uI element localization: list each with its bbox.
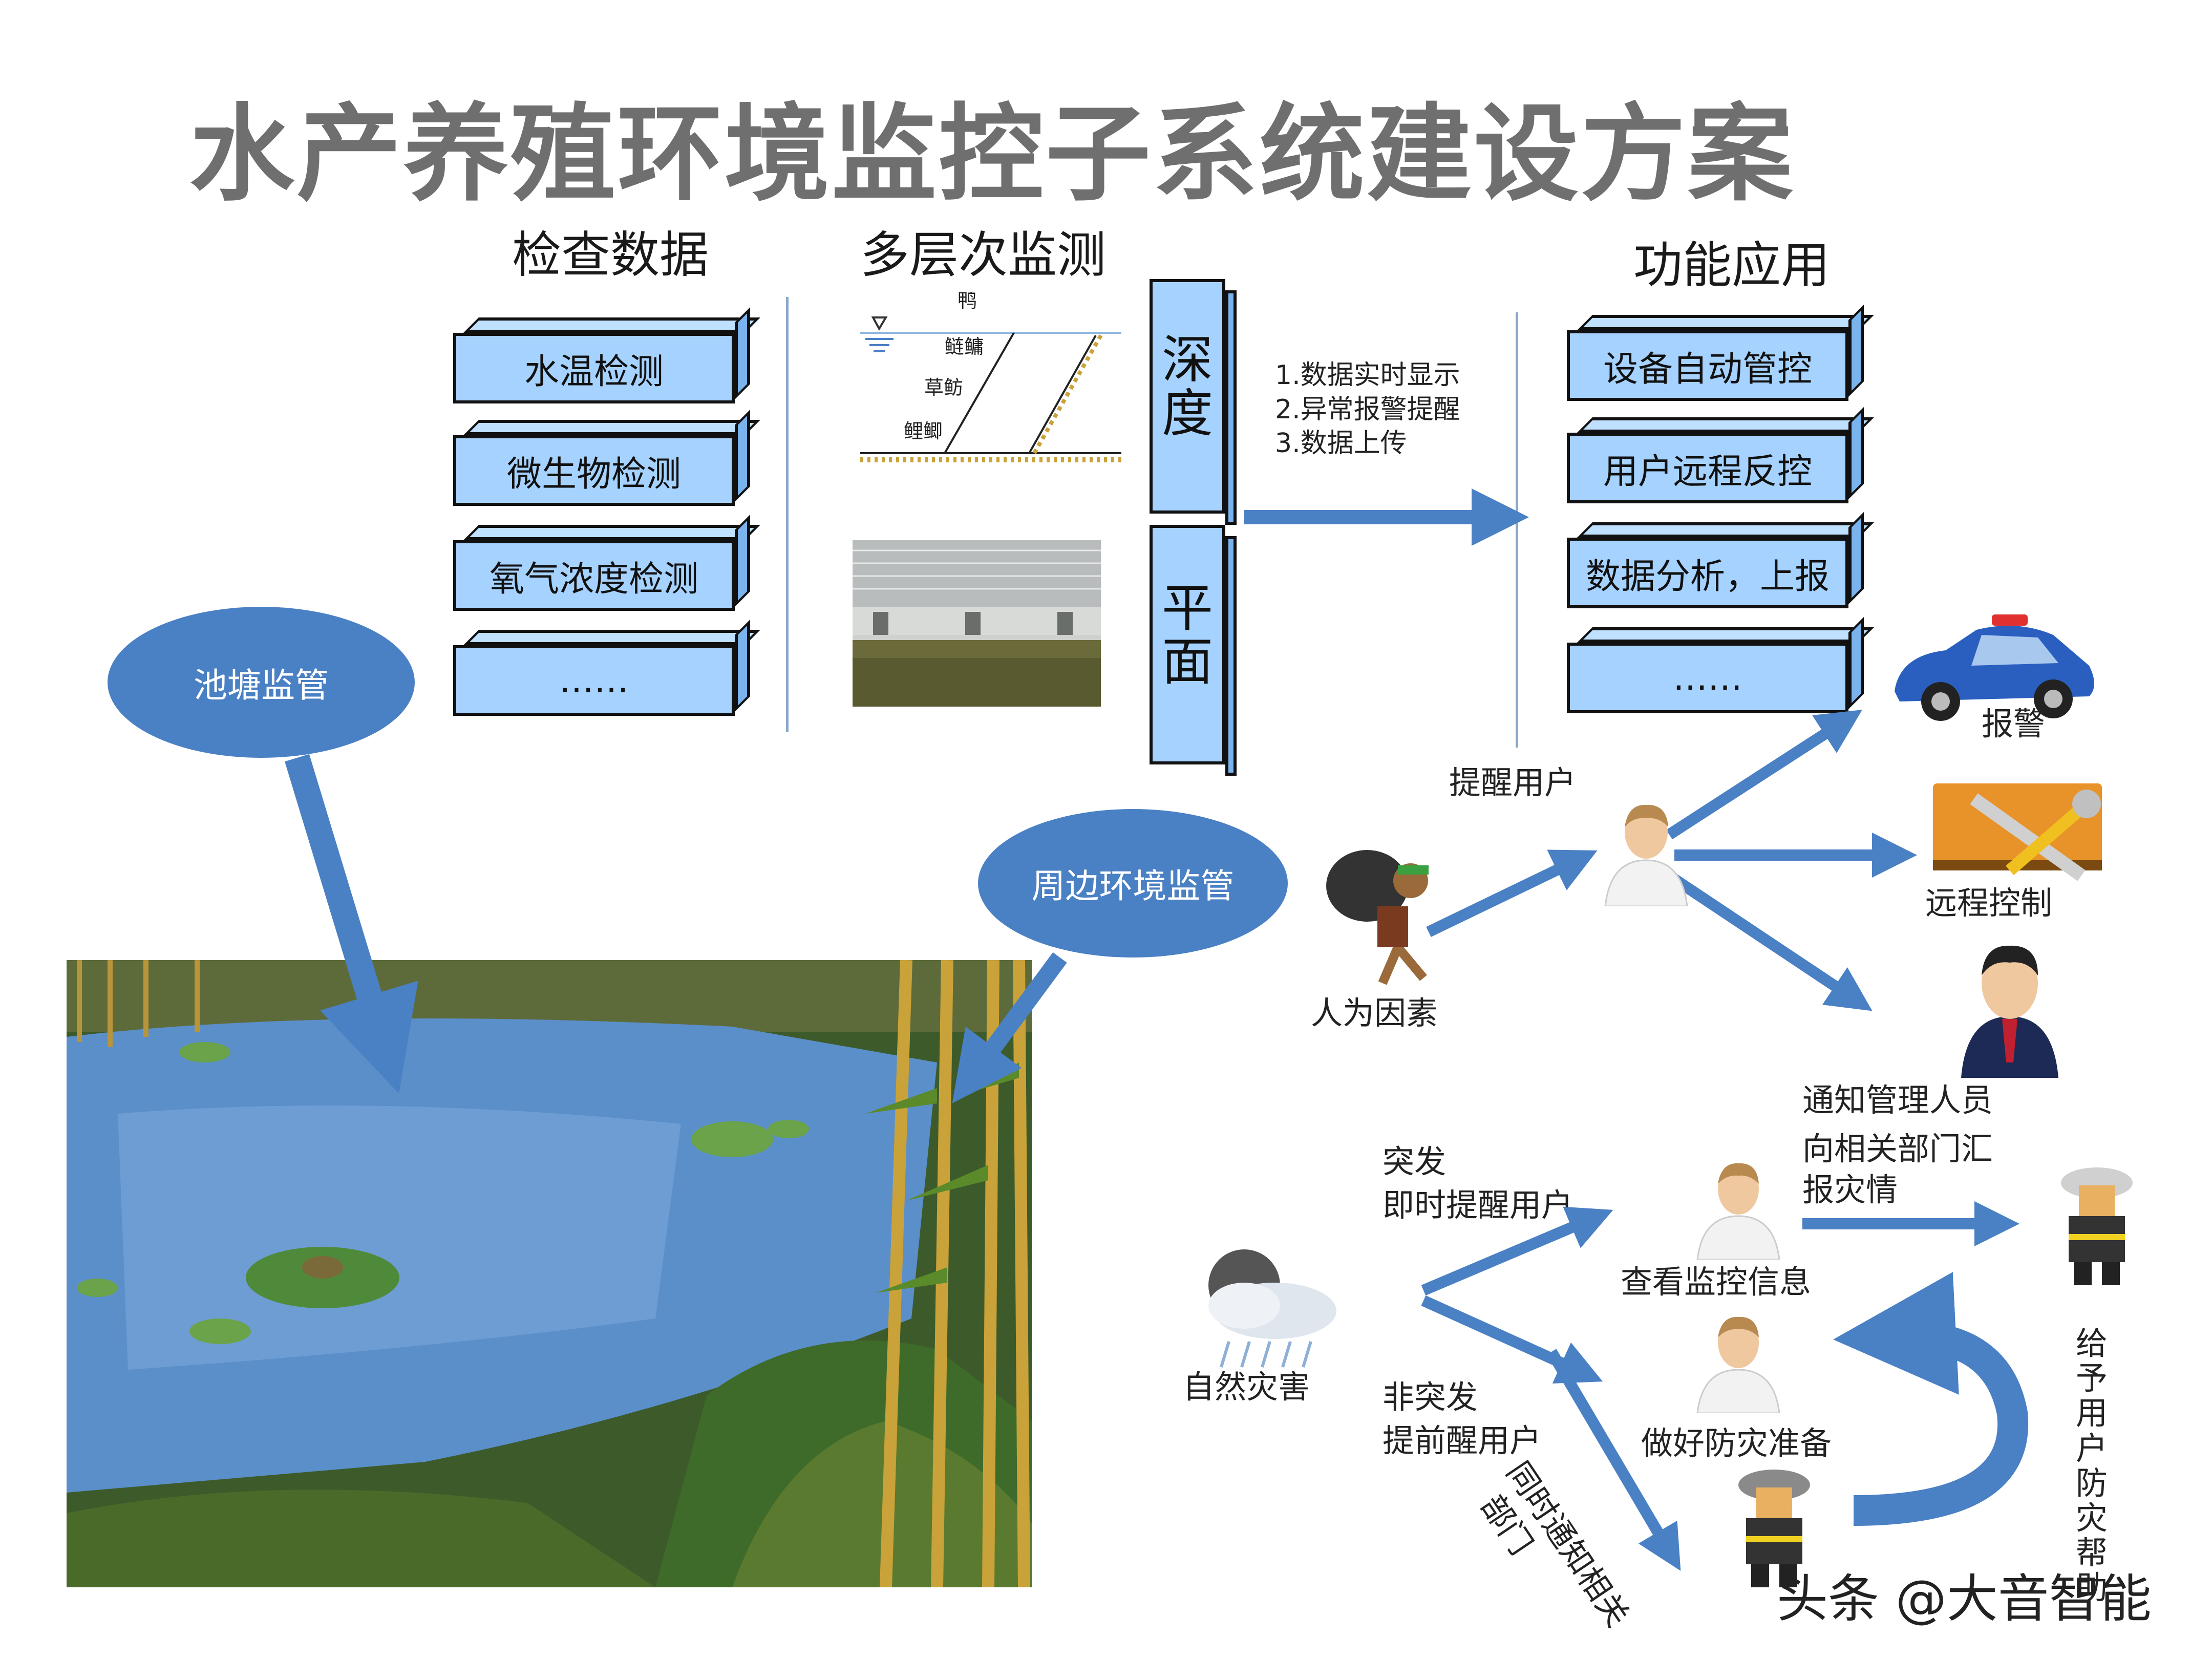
label-prepare: 做好防灾准备 — [1641, 1424, 1832, 1462]
function-box-remote-control: 用户远程反控 — [1567, 407, 1874, 504]
arrow-disaster-sudden — [1421, 1206, 1613, 1296]
watermark: 头条 @大音智能 — [1777, 1569, 2152, 1629]
function-box-more: …… — [1567, 617, 1874, 714]
label-notify-manager: 通知管理人员 — [1802, 1081, 1993, 1119]
label-natural-disaster: 自然灾害 — [1183, 1368, 1310, 1406]
inspection-box-microbe: 微生物检测 — [453, 410, 760, 507]
ellipse-surrounding-supervision: 周边环境监管 — [978, 809, 1288, 958]
monitor-step: 1.数据实时显示 — [1275, 360, 1460, 391]
header-multilayer-monitoring: 多层次监测 — [860, 226, 1106, 284]
inspection-box-more: …… — [453, 620, 760, 717]
layer-label-depth: 深度 — [1162, 330, 1213, 443]
label-sudden: 突发 — [1382, 1143, 1447, 1180]
label-sudden-remind: 即时提醒用户 — [1382, 1186, 1573, 1224]
layer-box-depth: 深度 — [1150, 279, 1237, 525]
fish-layer-diagram: 鸭 鲢鳙 草鲂 鲤鲫 — [860, 292, 1121, 462]
inspection-box-oxygen: 氧气浓度检测 — [453, 515, 760, 612]
function-label: 用户远程反控 — [1603, 451, 1812, 492]
fish-label-grass-carp: 草鲂 — [924, 376, 963, 399]
firefighter-icon-prepare — [1738, 1470, 1810, 1587]
inspection-label: 微生物检测 — [506, 454, 681, 495]
inspection-label: …… — [559, 660, 629, 701]
remote-control-tools-icon — [1933, 783, 2102, 881]
label-remote-control: 远程控制 — [1925, 884, 2053, 922]
page-title: 水产养殖环境监控子系统建设方案 — [189, 94, 1795, 216]
header-function-application: 功能应用 — [1633, 237, 1830, 294]
inspection-label: 氧气浓度检测 — [489, 559, 698, 600]
function-box-auto-control: 设备自动管控 — [1567, 305, 1874, 402]
storm-cloud-icon — [1208, 1249, 1336, 1368]
arrow-help-curve — [1833, 1272, 2029, 1526]
indoor-pond-photo — [853, 540, 1101, 707]
label-human-factor: 人为因素 — [1311, 994, 1438, 1032]
label-remind-user: 提醒用户 — [1449, 764, 1577, 801]
inspection-label: 水温检测 — [524, 351, 664, 392]
label-non-sudden: 非突发 — [1382, 1378, 1478, 1416]
user-icon-view-monitor — [1696, 1163, 1780, 1260]
label-report-line2: 报灾情 — [1802, 1171, 1898, 1208]
inspection-box-water-temp: 水温检测 — [453, 307, 760, 405]
police-car-icon — [1895, 614, 2094, 721]
arrow-user-to-manager — [1666, 870, 1873, 1011]
monitor-step: 2.异常报警提醒 — [1275, 394, 1460, 425]
human-factor-thief-icon — [1326, 850, 1429, 985]
monitor-steps: 1.数据实时显示 2.异常报警提醒 3.数据上传 — [1275, 358, 1460, 461]
header-inspection-data: 检查数据 — [512, 226, 709, 284]
label-view-monitor: 查看监控信息 — [1621, 1263, 1812, 1301]
manager-icon — [1961, 945, 2058, 1078]
function-label: 数据分析，上报 — [1585, 556, 1830, 597]
user-icon — [1604, 804, 1688, 906]
layer-box-plane: 平面 — [1150, 525, 1237, 776]
function-label: 设备自动管控 — [1603, 349, 1812, 390]
label-report-line1: 向相关部门汇 — [1802, 1130, 1993, 1167]
arrow-notify-department — [1546, 1349, 1681, 1571]
fish-label-silver-carp: 鲢鳙 — [945, 335, 984, 358]
fish-label-carp: 鲤鲫 — [904, 420, 943, 442]
user-icon-prepare — [1696, 1316, 1780, 1413]
function-box-data-analysis: 数据分析，上报 — [1567, 512, 1874, 609]
label-alarm: 报警 — [1982, 705, 2046, 742]
separator-line — [786, 297, 789, 732]
label-advance-remind: 提前醒用户 — [1382, 1422, 1542, 1459]
label-help-user: 给予用户防灾帮助 — [2075, 1325, 2108, 1607]
ellipse-pond-supervision: 池塘监管 — [108, 607, 415, 758]
monitor-step: 3.数据上传 — [1275, 428, 1407, 459]
arrow-surrounding-to-image — [952, 952, 1067, 1103]
layer-label-plane: 平面 — [1162, 578, 1213, 692]
arrow-human-to-user — [1426, 849, 1598, 937]
arrow-pond-to-image — [285, 754, 418, 1094]
arrow-user-to-alarm — [1666, 710, 1862, 840]
fish-label-duck: 鸭 — [958, 292, 977, 312]
firefighter-icon — [2061, 1167, 2133, 1285]
function-label: …… — [1673, 657, 1742, 698]
